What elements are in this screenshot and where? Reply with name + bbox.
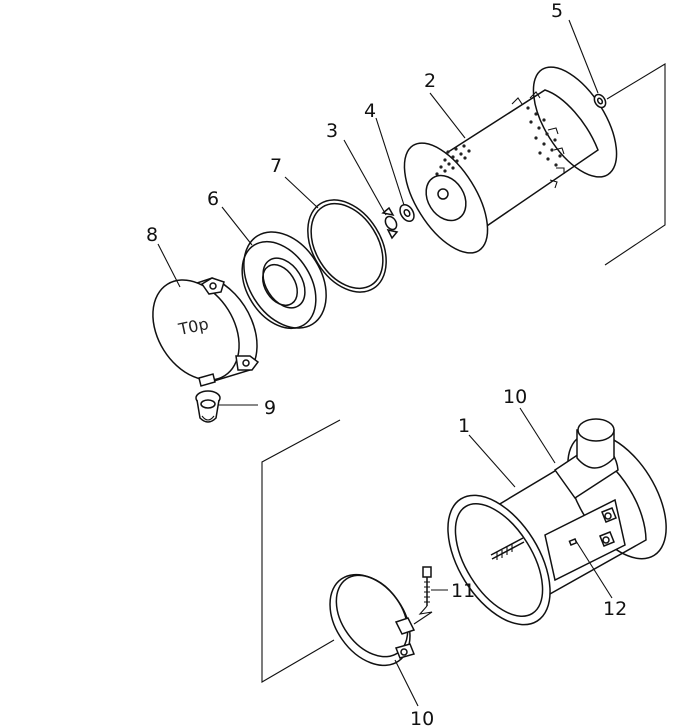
assembly-frame-lower [261,419,341,683]
callout-7: 7 [270,155,282,177]
assembly-frame-upper [604,63,666,266]
evacuator-valve-part-9 [195,390,221,423]
body-clamp-latch-upper [601,507,617,523]
washer-part-4 [399,203,415,223]
callout-1: 1 [458,415,470,437]
bolt-part-11 [413,566,433,625]
callout-10b: 10 [410,708,434,728]
callout-11: 11 [451,580,475,602]
callout-6: 6 [207,188,219,210]
body-clamp-latch-lower [599,531,615,547]
callout-4: 4 [364,100,376,122]
callout-9: 9 [264,397,276,419]
nut-part-5 [593,93,607,109]
callout-2: 2 [424,70,436,92]
cover-clamp-bottom [235,355,260,371]
dust-cover-part-8: T0p [152,277,260,387]
cover-clamp-top [200,277,225,295]
callout-10a: 10 [503,386,527,408]
baffle-part-6 [241,231,327,330]
callout-12: 12 [603,598,627,620]
filter-element-part-2 [403,66,618,254]
clamp-band-part-10 [329,573,416,667]
callout-labels: 1 2 3 4 5 6 7 8 9 10 10 11 12 [146,0,627,728]
filter-fins [511,91,565,189]
callout-3: 3 [326,120,338,142]
filter-perforations [435,106,562,176]
leader-lines [157,19,613,707]
wing-nut-part-3 [381,206,399,240]
air-cleaner-body-part-1 [447,418,667,626]
callout-5: 5 [551,0,563,22]
callout-8: 8 [146,224,158,246]
